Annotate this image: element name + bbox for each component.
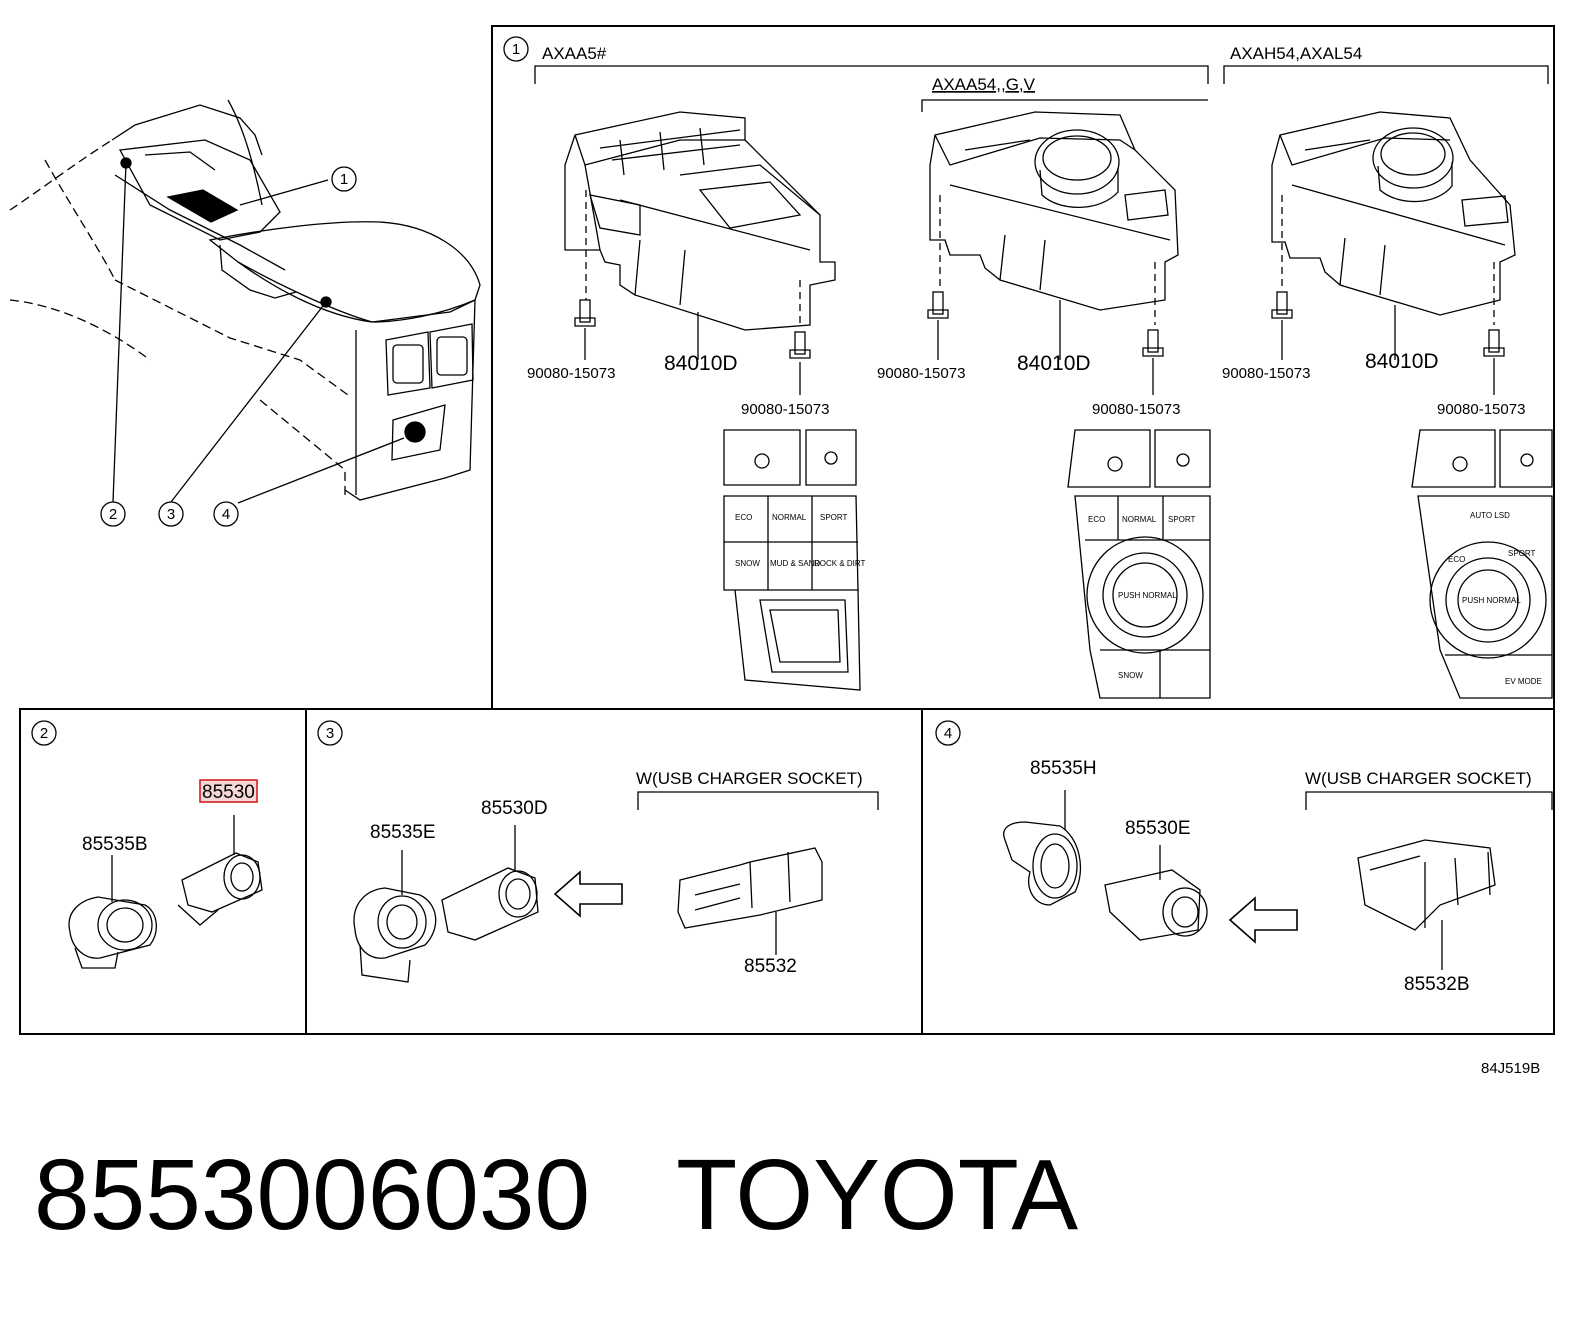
variant-right-bracket xyxy=(1223,65,1549,84)
section-3-callout-label: 3 xyxy=(326,725,334,742)
part-85535E-drawing xyxy=(353,850,437,983)
section-4-callout xyxy=(935,720,961,746)
variant-left-label: AXAA5# xyxy=(542,44,607,63)
footer-title: 8553006030 TOYOTA xyxy=(34,1140,1078,1250)
panel-c-btn-autolsd: AUTO LSD xyxy=(1470,511,1510,520)
part-85532B-label: 85532B xyxy=(1404,974,1470,995)
console-overview-drawing xyxy=(9,99,481,504)
callout-4-overview-label: 4 xyxy=(222,506,230,523)
panel-c-btn-ev: EV MODE xyxy=(1505,677,1542,686)
panel-a-btn-rock: ROCK & DIRT xyxy=(814,559,866,568)
shift-module-c xyxy=(1271,111,1516,360)
section-4-callout-label: 4 xyxy=(944,725,952,742)
module-label-b: 84010D xyxy=(1017,352,1091,375)
variant-right-label: AXAH54,AXAL54 xyxy=(1230,44,1362,63)
variant-left-bracket xyxy=(534,65,1209,84)
section-2-callout xyxy=(31,720,57,746)
panel-c-btn-eco: ECO xyxy=(1448,555,1465,564)
module-label-c: 84010D xyxy=(1365,350,1439,373)
section-3-callout xyxy=(317,720,343,746)
panel-c-knob: PUSH NORMAL xyxy=(1462,596,1521,605)
screw-label-a-left: 90080-15073 xyxy=(527,365,615,382)
panel-c-btn-sport: SPORT xyxy=(1508,549,1536,558)
brand-name: TOYOTA xyxy=(676,1139,1079,1251)
part-85530-label: 85530 xyxy=(202,782,255,803)
screw-a-left xyxy=(574,299,596,360)
part-85530-drawing xyxy=(177,815,263,926)
part-85535H-label: 85535H xyxy=(1030,758,1097,779)
part-85530D-drawing xyxy=(441,825,539,941)
callout-3-overview-label: 3 xyxy=(167,506,175,523)
screw-c-right xyxy=(1483,329,1505,395)
panel-b-btn-normal: NORMAL xyxy=(1122,515,1157,524)
usb-note-4: W(USB CHARGER SOCKET) xyxy=(1305,769,1532,788)
panel-b-knob: PUSH NORMAL xyxy=(1118,591,1177,600)
part-85535B-drawing xyxy=(68,855,157,969)
panel-a-btn-snow: SNOW xyxy=(735,559,760,568)
screw-b-left xyxy=(927,291,949,360)
screw-label-a-right: 90080-15073 xyxy=(741,401,829,418)
usb-bracket-4 xyxy=(1305,791,1553,810)
panel-a-btn-sport: SPORT xyxy=(820,513,848,522)
callout-2-overview-label: 2 xyxy=(109,506,117,523)
module-label-a: 84010D xyxy=(664,352,738,375)
screw-a-right xyxy=(789,331,811,395)
section-1-callout xyxy=(503,36,529,62)
callout-3-overview xyxy=(158,501,184,527)
usb-note-3: W(USB CHARGER SOCKET) xyxy=(636,769,863,788)
part-85532B-drawing xyxy=(1357,839,1496,970)
part-85530E-drawing xyxy=(1104,845,1208,941)
switch-panel-c xyxy=(1411,429,1553,699)
panel-a-btn-mud: MUD & SAND xyxy=(770,559,820,568)
screw-label-b-left: 90080-15073 xyxy=(877,365,965,382)
panel-b-btn-snow: SNOW xyxy=(1118,671,1143,680)
shift-module-b xyxy=(929,111,1179,360)
screw-b-right xyxy=(1142,329,1164,395)
callout-1-overview-label: 1 xyxy=(340,171,348,188)
part-85530E-label: 85530E xyxy=(1125,818,1191,839)
part-85530D-label: 85530D xyxy=(481,798,548,819)
part-85532-drawing xyxy=(677,847,823,955)
callout-4-overview xyxy=(213,501,239,527)
section-1-callout-label: 1 xyxy=(512,41,520,58)
section-2-callout-label: 2 xyxy=(40,725,48,742)
arrow-section-4 xyxy=(1228,896,1298,944)
switch-panel-b xyxy=(1067,429,1211,699)
switch-panel-a xyxy=(723,429,861,691)
part-85535E-label: 85535E xyxy=(370,822,436,843)
panel-a-btn-normal: NORMAL xyxy=(772,513,807,522)
variant-mid-bracket xyxy=(921,99,1208,112)
callout-2-overview xyxy=(100,501,126,527)
section-lower-frame xyxy=(19,708,1555,1035)
diagram-code: 84J519B xyxy=(1481,1060,1540,1077)
screw-label-b-right: 90080-15073 xyxy=(1092,401,1180,418)
screw-c-left xyxy=(1271,291,1293,360)
variant-mid-label: AXAA54,,G,V xyxy=(932,75,1036,94)
panel-b-btn-sport: SPORT xyxy=(1168,515,1196,524)
screw-label-c-left: 90080-15073 xyxy=(1222,365,1310,382)
screw-label-c-right: 90080-15073 xyxy=(1437,401,1525,418)
usb-bracket-3 xyxy=(637,791,879,810)
part-85532-label: 85532 xyxy=(744,956,797,977)
panel-b-btn-eco: ECO xyxy=(1088,515,1105,524)
part-85535B-label: 85535B xyxy=(82,834,148,855)
highlight-85530-box xyxy=(199,779,258,803)
arrow-section-3 xyxy=(553,870,623,918)
callout-1-overview xyxy=(331,166,357,192)
panel-a-btn-eco: ECO xyxy=(735,513,752,522)
shift-module-a xyxy=(564,111,836,360)
part-85535H-drawing xyxy=(1003,790,1082,906)
part-number: 8553006030 xyxy=(34,1139,591,1251)
